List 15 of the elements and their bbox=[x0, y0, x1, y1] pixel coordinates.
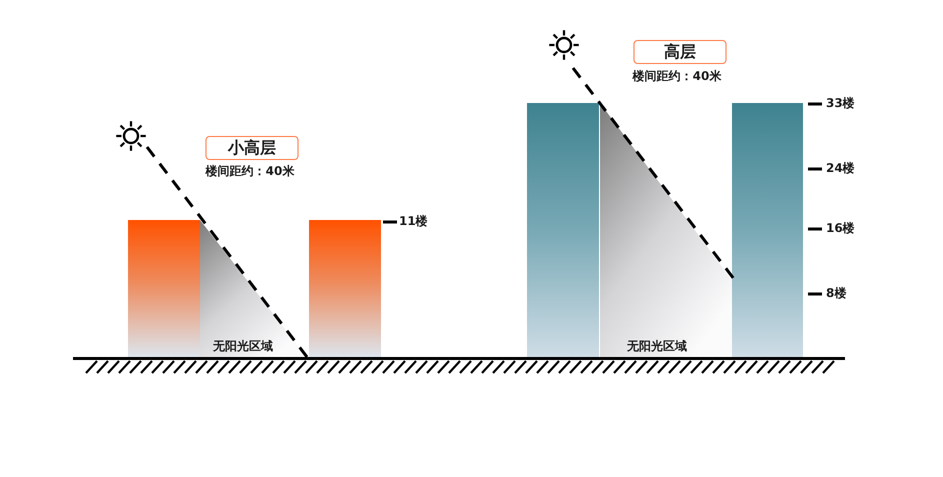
building bbox=[128, 220, 200, 358]
category-tag: 高层 bbox=[634, 40, 726, 64]
building bbox=[527, 103, 599, 358]
spacing-note: 楼间距约：40米 bbox=[206, 165, 294, 179]
floor-label: 24楼 bbox=[826, 162, 855, 176]
spacing-note: 楼间距约：40米 bbox=[632, 70, 722, 84]
floor-label: 16楼 bbox=[826, 222, 855, 236]
shadow-zone-label: 无阳光区域 bbox=[627, 340, 687, 354]
floor-label: 8楼 bbox=[826, 287, 846, 301]
building bbox=[309, 220, 381, 358]
building bbox=[732, 103, 803, 358]
floor-label: 33楼 bbox=[826, 97, 855, 111]
category-tag: 小高层 bbox=[206, 136, 298, 160]
floor-label: 11楼 bbox=[399, 215, 428, 229]
shadow-zone-label: 无阳光区域 bbox=[213, 340, 273, 354]
